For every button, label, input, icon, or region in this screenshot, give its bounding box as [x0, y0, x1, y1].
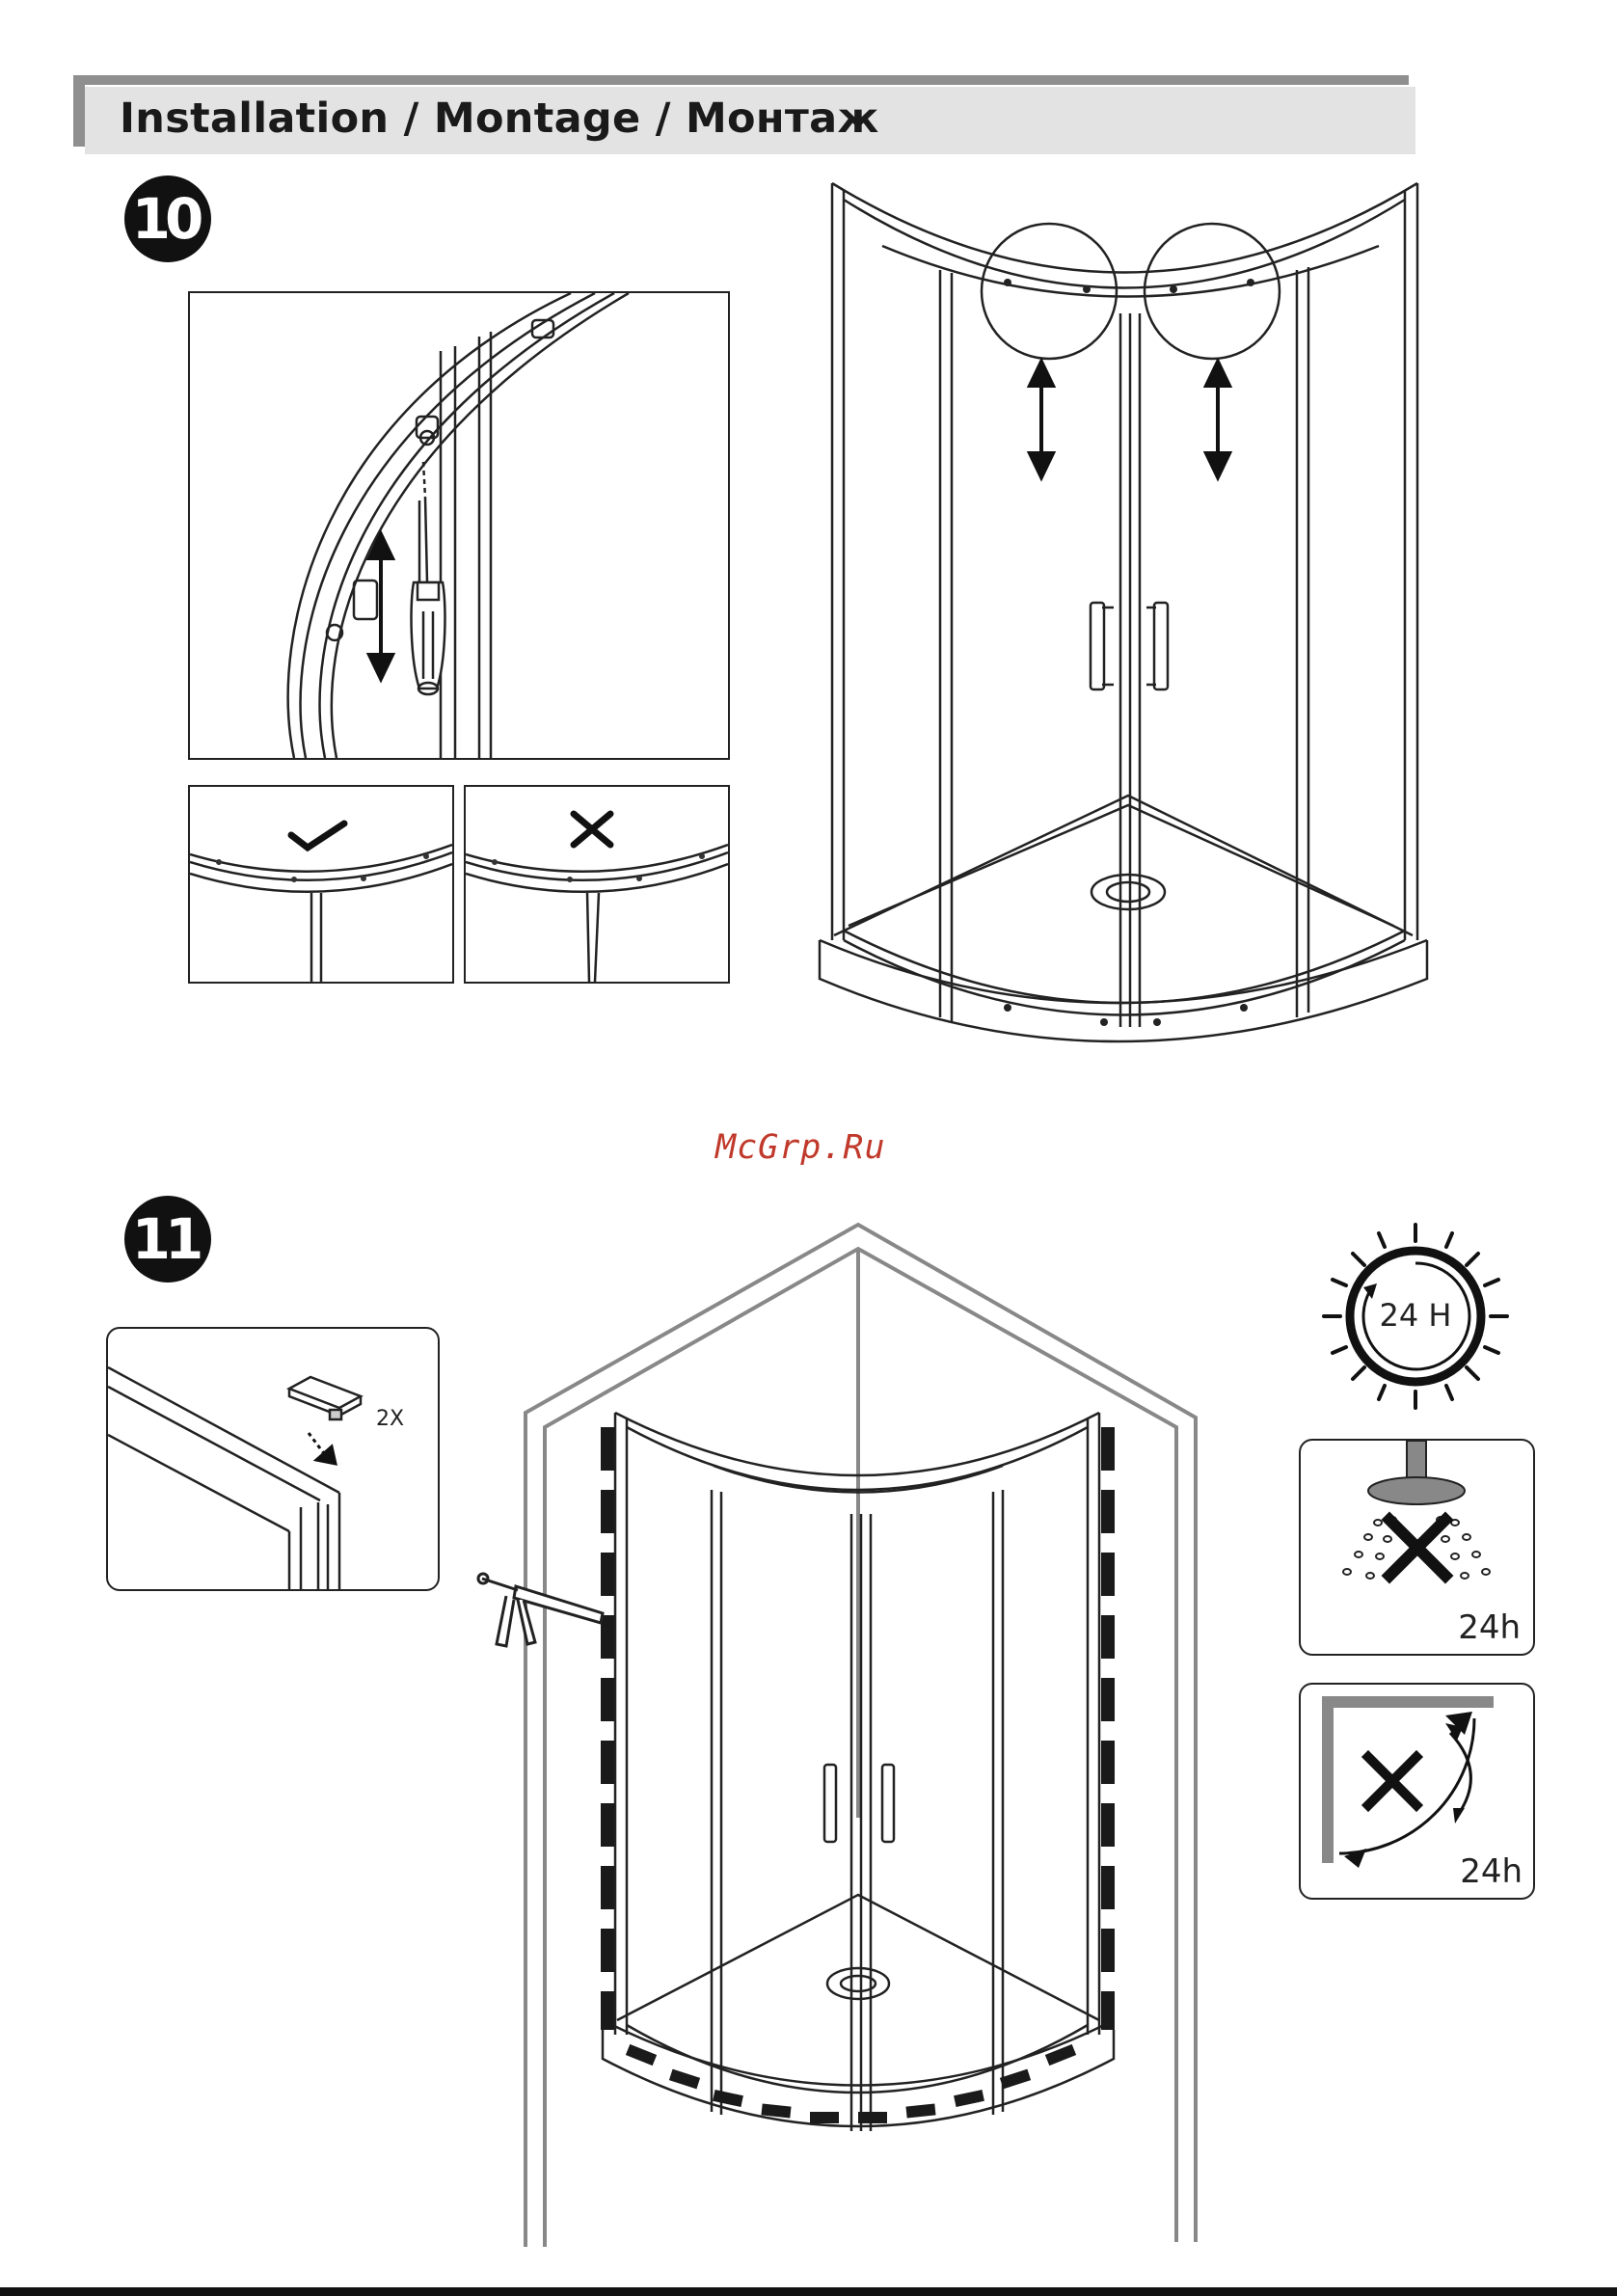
- watermark-text: McGrp.Ru: [715, 1128, 886, 1167]
- incorrect-alignment-panel: [464, 785, 730, 984]
- correct-alignment-panel: [188, 785, 454, 984]
- prohibited-cross-icon: [1389, 1520, 1445, 1576]
- step-11-enclosure-illustration: [472, 1220, 1205, 2271]
- no-move-24h-panel: 24h: [1299, 1683, 1535, 1900]
- footer-rule: [0, 2287, 1617, 2296]
- step-10-badge: 10: [124, 176, 211, 262]
- step-10-detail-panel: [188, 291, 730, 760]
- quantity-label: 2X: [376, 1407, 404, 1431]
- no-shower-24h-panel: 24h: [1299, 1439, 1535, 1656]
- prohibited-cross-icon: [1368, 1757, 1416, 1805]
- header-rule: [73, 75, 1409, 85]
- screwdriver-adjust-illustration: [190, 293, 728, 758]
- cross-icon: [574, 814, 610, 845]
- check-icon: [291, 824, 344, 848]
- step-11-badge: 11: [124, 1196, 211, 1283]
- no-move-label: 24h: [1460, 1852, 1523, 1891]
- step-10-enclosure-illustration: [815, 178, 1442, 1094]
- end-cap-detail-panel: 2X: [106, 1327, 440, 1591]
- no-shower-label: 24h: [1458, 1608, 1521, 1647]
- header-accent: [73, 75, 85, 147]
- wait-24h-icon: 24 H: [1319, 1220, 1512, 1413]
- page-title: Installation / Montage / Монтаж: [120, 95, 879, 143]
- wait-label: 24 H: [1380, 1297, 1452, 1334]
- caulking-gun-icon: [477, 1567, 612, 1654]
